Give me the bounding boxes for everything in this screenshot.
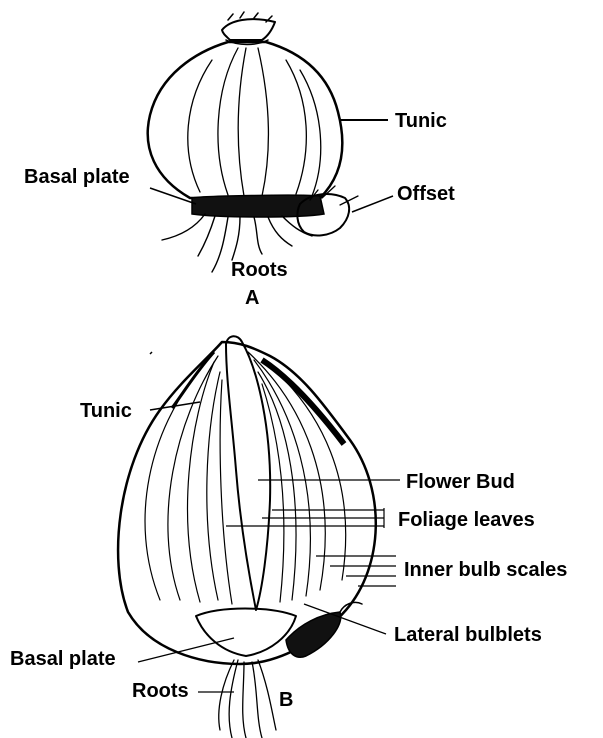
label-a-offset: Offset [397, 183, 455, 205]
label-b-inner-bulb-scales: Inner bulb scales [404, 559, 567, 581]
label-b-roots: Roots [132, 680, 189, 702]
label-b-lateral-bulblets: Lateral bulblets [394, 624, 542, 646]
label-a-roots: Roots [231, 259, 288, 281]
leader-b-inner-bulb-scales [316, 556, 396, 586]
bulb-b-flower-bud [226, 336, 270, 610]
label-b-flower-bud: Flower Bud [406, 471, 515, 493]
bulb-a-veins [188, 48, 321, 196]
bulb-a-basal-plate [192, 195, 324, 217]
figure-a-whole-bulb: Tunic Basal plate Offset Roots A [24, 12, 455, 309]
bulb-b-basal-plate [196, 609, 296, 657]
leader-a-basal-plate [150, 188, 196, 204]
leader-b-basal-plate [138, 638, 234, 662]
label-b-tunic: Tunic [80, 400, 132, 422]
bulb-b-roots [219, 660, 276, 738]
figure-b-cross-section: Tunic Flower Bud Foliage leaves Inner bu… [10, 336, 567, 738]
leader-b-foliage-leaves [226, 508, 384, 528]
figure-b-letter: B [279, 689, 293, 711]
label-a-basal-plate: Basal plate [24, 166, 130, 188]
label-b-foliage-leaves: Foliage leaves [398, 509, 535, 531]
bulb-a-body [148, 42, 343, 198]
leader-a-offset [352, 196, 393, 212]
label-b-basal-plate: Basal plate [10, 648, 116, 670]
figure-a-letter: A [245, 287, 259, 309]
label-a-tunic: Tunic [395, 110, 447, 132]
bulb-a-neck [222, 12, 275, 45]
stray-mark [150, 352, 152, 354]
